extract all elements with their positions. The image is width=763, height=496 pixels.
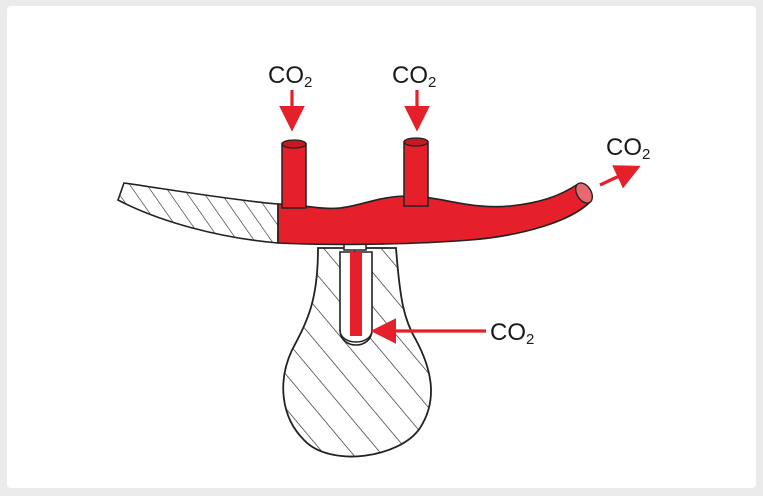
bulb-body xyxy=(282,247,432,458)
tube-left-opening xyxy=(281,139,307,149)
co2-label-top-right: CO2 xyxy=(392,62,436,91)
co2-label-bulb: CO2 xyxy=(490,319,534,348)
channel-red xyxy=(277,182,592,246)
arrow-exit xyxy=(599,165,641,189)
channel-right-cap xyxy=(574,182,594,204)
co2-label-top-left: CO2 xyxy=(268,62,312,91)
tube-right-opening xyxy=(403,137,429,147)
co2-label-exit: CO2 xyxy=(606,134,650,163)
channel-left-hatched xyxy=(117,182,279,244)
bulb-inner-red-strip xyxy=(350,252,362,336)
tube-left xyxy=(281,143,307,209)
tube-right xyxy=(403,141,429,207)
